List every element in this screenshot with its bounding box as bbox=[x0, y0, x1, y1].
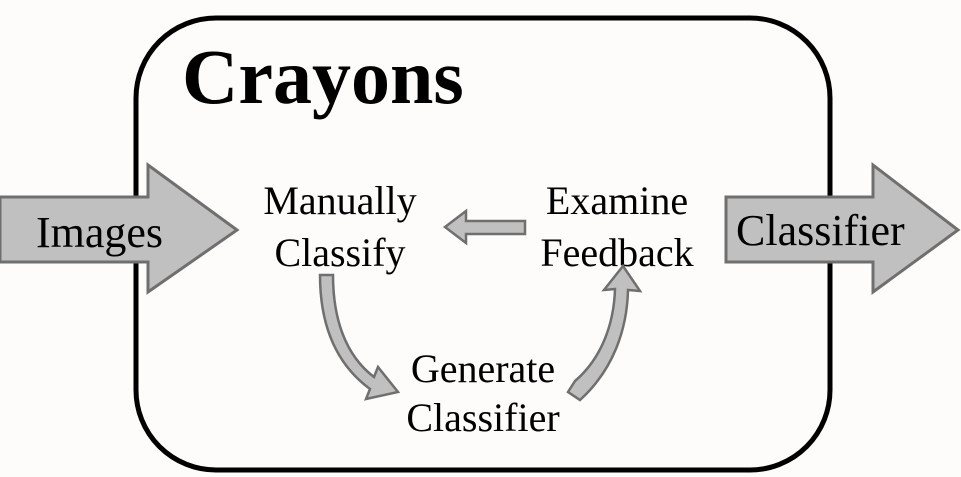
step-examine-feedback: Examine Feedback bbox=[540, 178, 693, 275]
feedback-to-manual-arrow bbox=[442, 208, 527, 246]
output-arrow bbox=[724, 161, 961, 295]
diagram-title: Crayons bbox=[182, 33, 464, 120]
output-label: Classifier bbox=[736, 206, 905, 255]
input-label: Images bbox=[36, 208, 163, 257]
step-feedback-line1: Examine bbox=[546, 178, 688, 223]
input-arrow bbox=[0, 162, 240, 295]
step-generate-classifier: Generate Classifier bbox=[406, 346, 559, 440]
step-feedback-line2: Feedback bbox=[540, 230, 693, 275]
manual-to-generate-arrow bbox=[318, 273, 401, 401]
generate-to-feedback-arrow bbox=[566, 263, 643, 402]
step-manual-line1: Manually bbox=[263, 178, 416, 223]
step-generate-line2: Classifier bbox=[406, 395, 559, 440]
step-manually-classify: Manually Classify bbox=[263, 178, 416, 275]
step-manual-line2: Classify bbox=[274, 230, 405, 275]
step-generate-line1: Generate bbox=[411, 346, 555, 391]
